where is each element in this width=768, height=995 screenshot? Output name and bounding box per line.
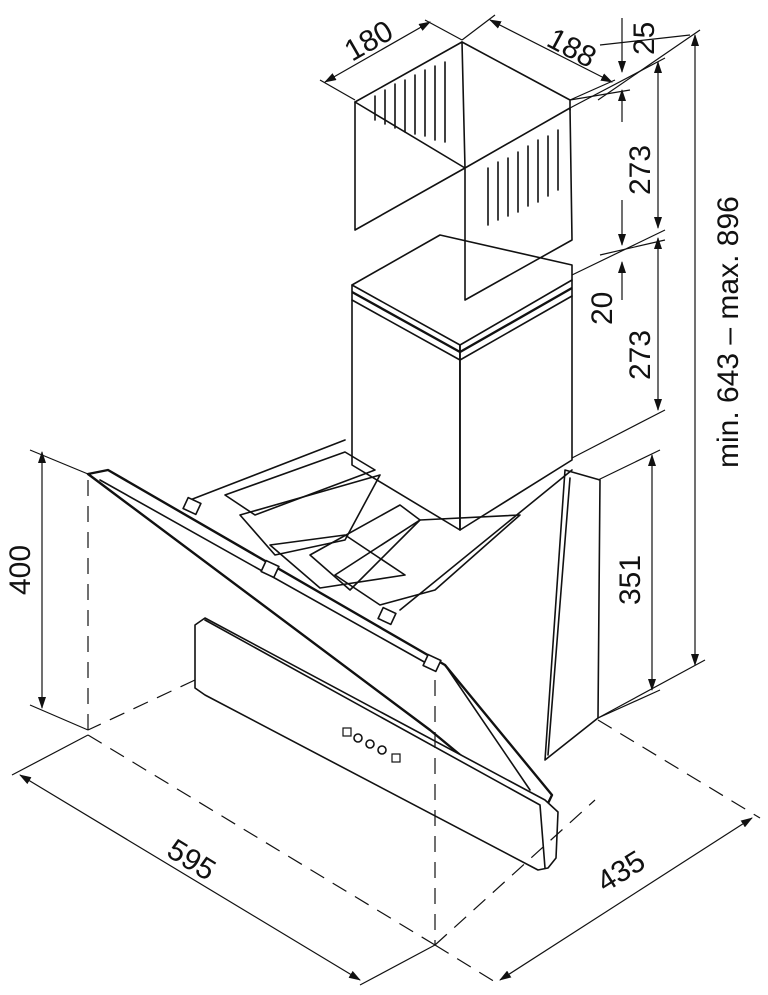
dim-chimney-width: 180 — [339, 14, 399, 68]
dim-front-height: 400 — [4, 545, 37, 595]
dim-width: 595 — [161, 833, 221, 888]
hinges — [182, 496, 442, 673]
chimney-upper-left-face — [354, 41, 466, 231]
chimney-lower-right-face — [459, 279, 573, 531]
grease-filters — [224, 451, 521, 606]
dim-total-height: min. 643 – max. 896 — [712, 196, 745, 468]
dim-upper-section: 273 — [624, 145, 657, 195]
vent-slots-right — [487, 129, 559, 226]
control-panel — [342, 727, 401, 763]
dim-body-height: 351 — [614, 555, 647, 605]
chimney — [351, 41, 573, 531]
dimension-lines — [11, 14, 753, 986]
button-4 — [377, 745, 387, 755]
dim-top-offset: 25 — [628, 22, 661, 55]
button-3 — [365, 739, 375, 749]
dim-chimney-depth: 188 — [542, 22, 602, 75]
button-2 — [353, 733, 363, 743]
dim-depth: 435 — [591, 844, 651, 899]
canopy — [86, 439, 601, 871]
vent-slots-left — [374, 61, 446, 143]
dim-lower-section: 273 — [624, 330, 657, 380]
footprint-dashed — [87, 480, 761, 986]
dim-overlap: 20 — [586, 292, 619, 325]
button-5 — [391, 753, 401, 763]
button-1 — [342, 727, 352, 737]
canopy-side-panel — [544, 469, 601, 761]
